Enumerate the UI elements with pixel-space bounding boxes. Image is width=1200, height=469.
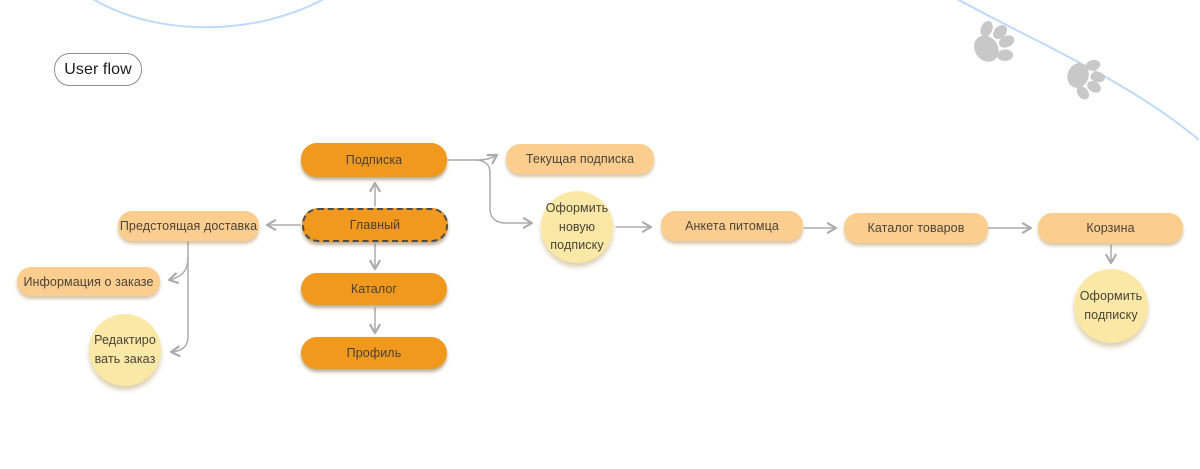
node-label: новую: [558, 219, 596, 234]
node-anketa-pitomtsa[interactable]: Анкета питомца: [661, 211, 803, 241]
node-label: Редактиро: [94, 333, 156, 348]
edge-predstoyashchaya-redaktirovat: [169, 241, 189, 358]
node-label: подписку: [1084, 308, 1138, 322]
edge-predstoyashchaya-informatsiya: [167, 256, 189, 284]
node-glavny[interactable]: Главный: [302, 208, 448, 242]
node-oformit-novuyu-podpisku[interactable]: Оформить новую подписку: [541, 191, 613, 263]
node-label: Каталог товаров: [867, 221, 965, 235]
node-predstoyashchaya-dostavka[interactable]: Предстоящая доставка: [118, 211, 259, 241]
node-label: подписку: [550, 238, 604, 253]
node-label: Оформить: [1079, 289, 1143, 304]
node-label: Профиль: [346, 346, 402, 360]
node-tekushchaya-podpiska[interactable]: Текущая подписка: [506, 144, 654, 174]
node-label: Оформить: [545, 200, 609, 215]
edge-podpiska-tekushchaya: [447, 153, 499, 165]
node-korzina[interactable]: Корзина: [1038, 213, 1183, 243]
node-label: Главный: [349, 218, 401, 232]
flow-arrows: [167, 153, 1117, 358]
node-label: вать заказ: [94, 352, 156, 366]
curve-top-left: [92, 0, 325, 29]
node-label: Предстоящая доставка: [119, 219, 258, 233]
node-label: Подписка: [345, 153, 403, 167]
node-podpiska[interactable]: Подписка: [301, 143, 447, 177]
paw-icons: [962, 10, 1112, 107]
paw-icon: [962, 10, 1026, 76]
paw-icon: [1060, 50, 1112, 107]
node-label: Каталог: [350, 282, 398, 296]
node-katalog[interactable]: Каталог: [301, 273, 447, 305]
node-profil[interactable]: Профиль: [301, 337, 447, 369]
curve-top-right: [956, 0, 1200, 141]
node-label: Текущая подписка: [525, 152, 635, 166]
node-informatsiya-o-zakaze[interactable]: Информация о заказе: [17, 267, 160, 296]
node-katalog-tovarov[interactable]: Каталог товаров: [844, 213, 988, 243]
decorative-curves: [92, 0, 1200, 141]
node-label: Информация о заказе: [23, 274, 154, 289]
node-redaktirovat-zakaz[interactable]: Редактиро вать заказ: [89, 314, 161, 386]
user-flow-title-label: User flow: [64, 60, 132, 78]
node-label: Анкета питомца: [685, 219, 779, 233]
node-label: Корзина: [1086, 221, 1135, 235]
node-oformit-podpisku[interactable]: Оформить подписку: [1074, 269, 1148, 343]
user-flow-title[interactable]: User flow: [54, 53, 142, 86]
